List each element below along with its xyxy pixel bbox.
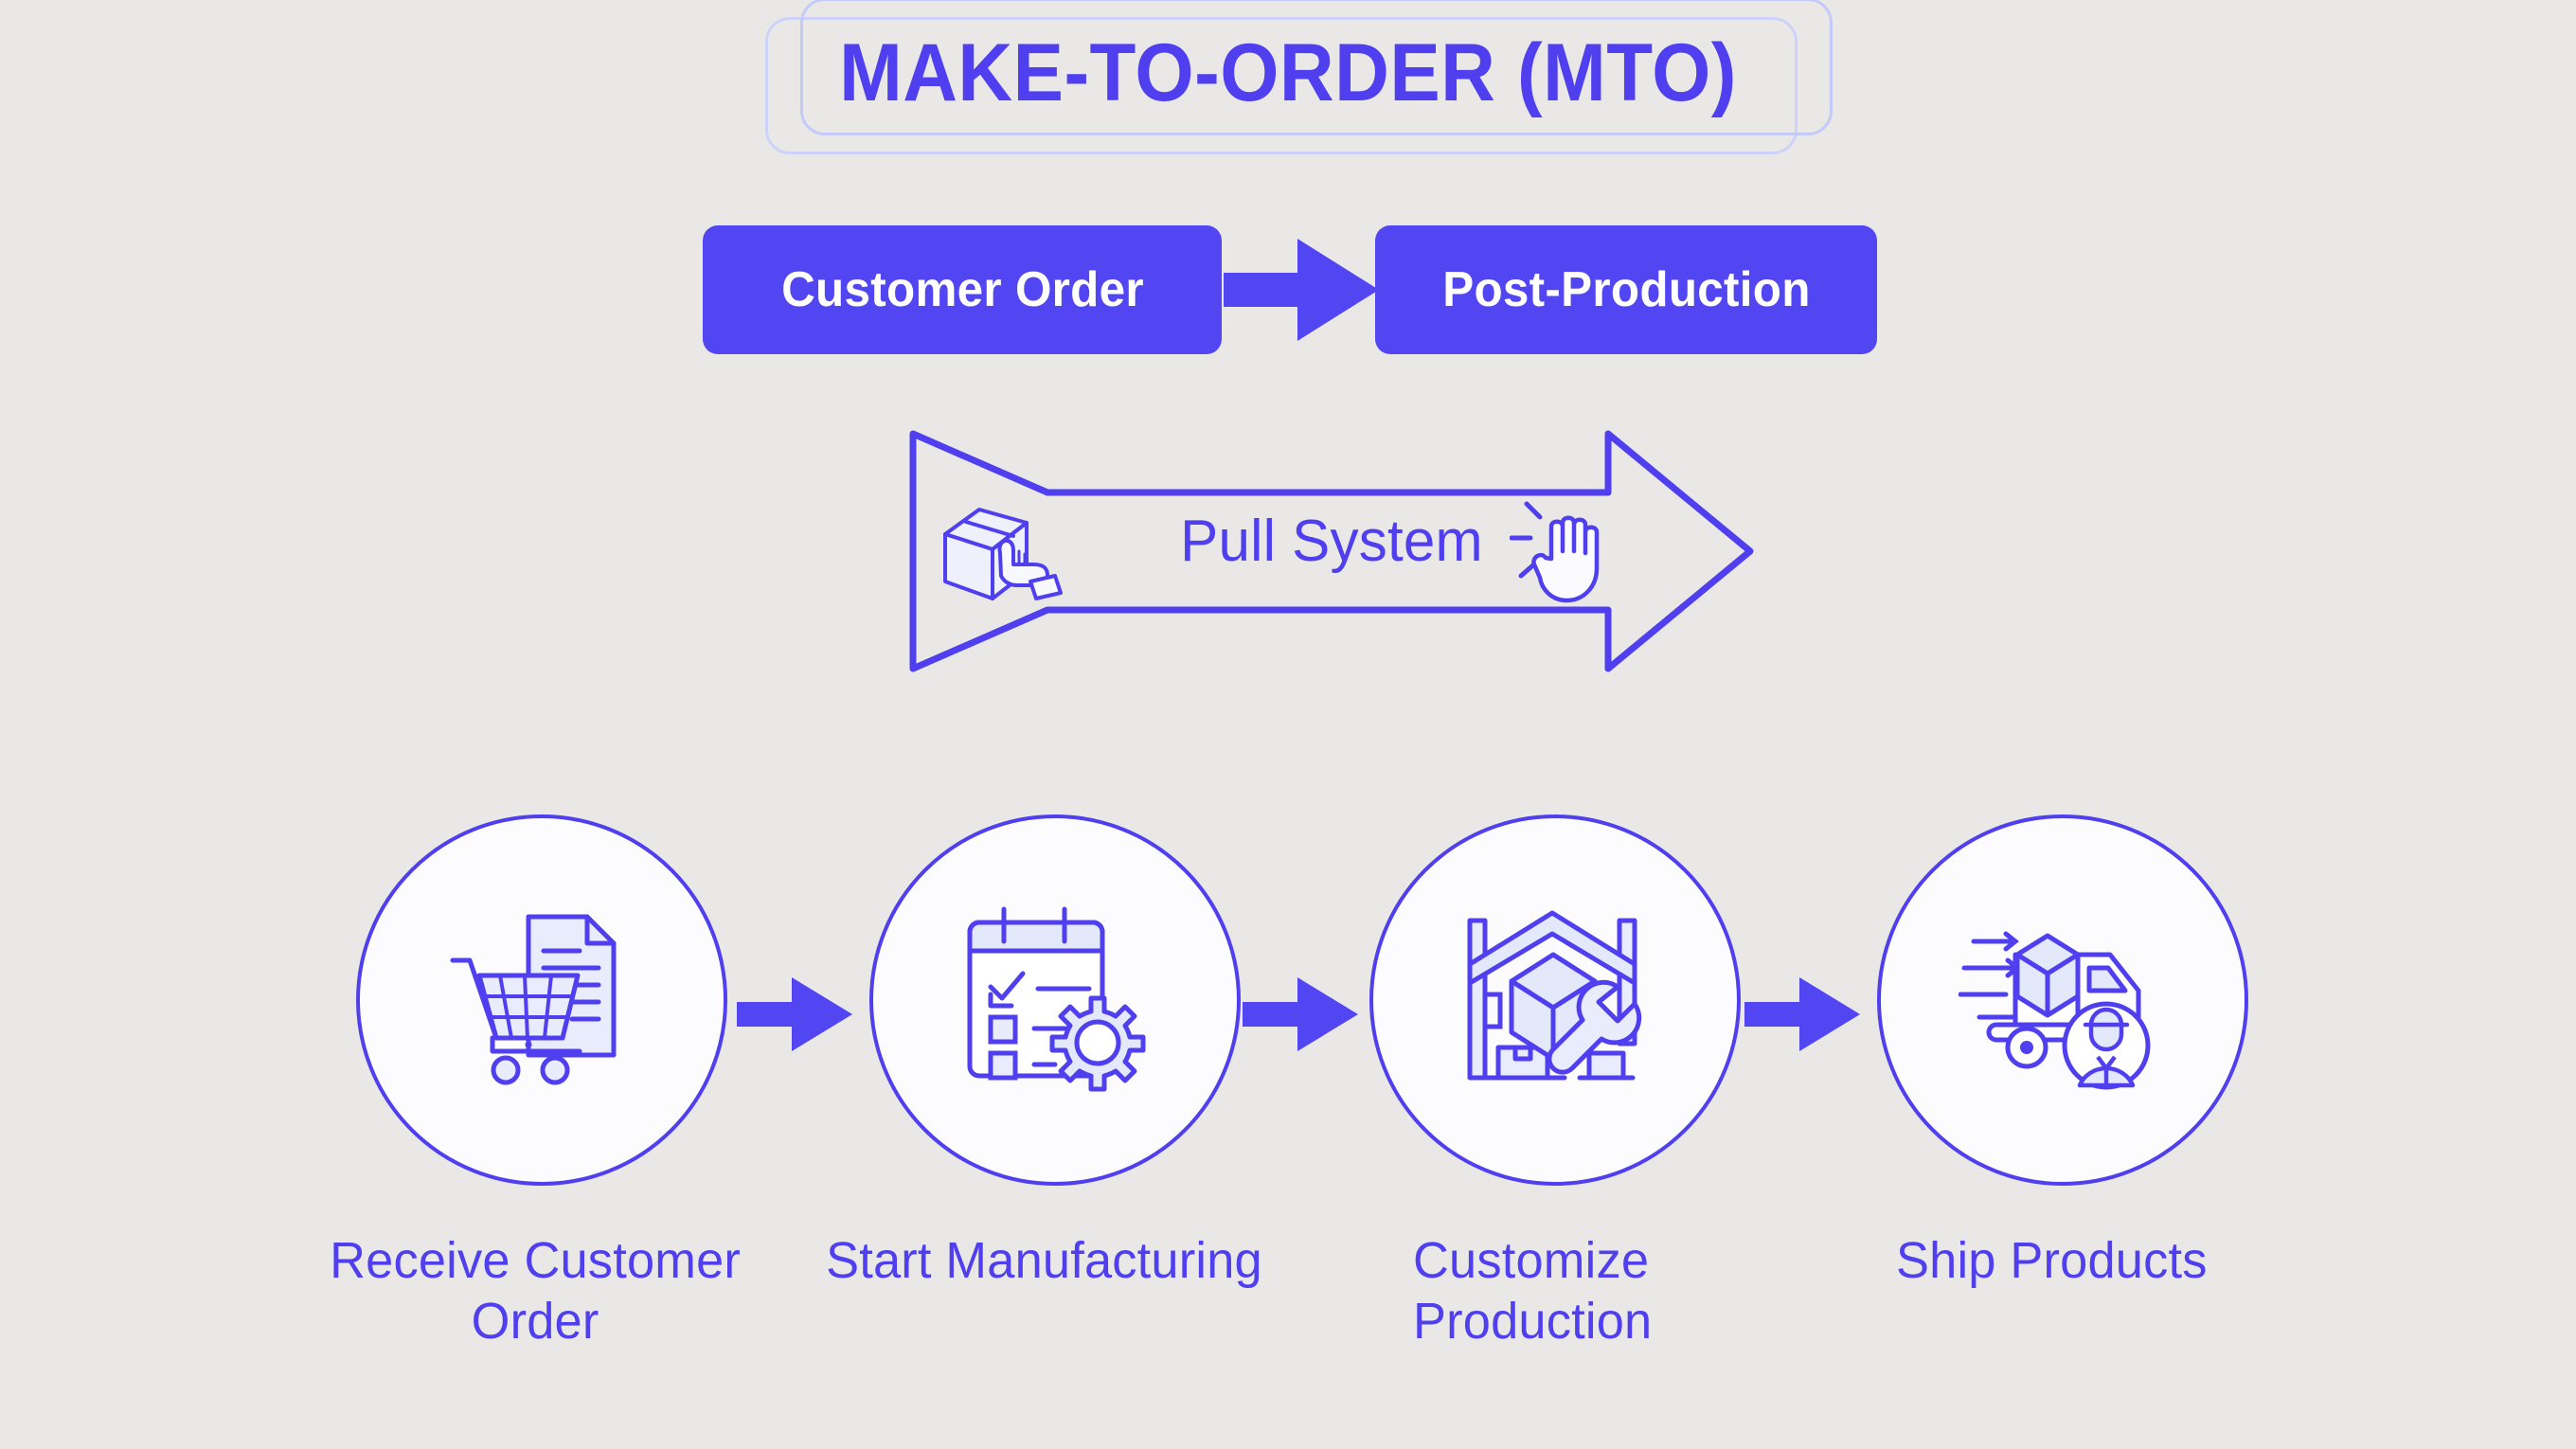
title-frame-outer [765,17,1798,154]
process-steps-row [0,814,2576,1212]
step-captions-row: Receive Customer Order Start Manufacturi… [0,1231,2576,1421]
step-caption-4-line-1: Ship Products [1896,1232,2208,1289]
post-production-pill[interactable]: Post-Production [1375,225,1877,354]
post-production-pill-label: Post-Production [1441,262,1811,317]
customer-order-pill[interactable]: Customer Order [703,225,1222,354]
hand-pulling-box-icon [936,494,1074,608]
step-connector-arrow-1-icon [737,977,852,1051]
step-circle-customize-production[interactable] [1369,814,1741,1186]
step-circle-receive-customer-order[interactable] [356,814,727,1186]
pill-connector-arrow-icon [1224,239,1379,341]
delivery-truck-driver-icon [1959,931,2151,1090]
pull-system-label: Pull System [1180,509,1483,574]
flow-pill-row: Customer Order Post-Production [0,225,2576,354]
pull-system-arrow-shape [909,430,1754,672]
step-caption-1: Receive Customer Order [324,1231,746,1351]
checklist-gear-icon [967,906,1146,1092]
page-title: MAKE-TO-ORDER (MTO) [839,27,1737,118]
title-frame-inner [800,0,1833,135]
customer-order-pill-label: Customer Order [780,262,1144,317]
step-connector-arrow-3-icon [1744,977,1860,1051]
step-circle-ship-products[interactable] [1877,814,2248,1186]
step-caption-1-line-2: Order [471,1292,599,1350]
step-caption-3: Customize Production [1413,1231,1716,1351]
step-caption-2: Start Manufacturing [814,1231,1274,1292]
step-caption-3-line-1: Customize [1413,1232,1650,1289]
warehouse-box-wrench-icon [1467,910,1642,1081]
step-caption-3-line-2: Production [1413,1292,1653,1350]
step-caption-1-line-1: Receive Customer [330,1232,742,1289]
step-connector-arrow-2-icon [1243,977,1358,1051]
step-circle-start-manufacturing[interactable] [869,814,1241,1186]
shopping-cart-document-icon [450,914,617,1085]
pull-system-banner: Pull System [905,424,1758,678]
step-caption-4: Ship Products [1896,1231,2245,1292]
hand-click-icon [1509,489,1640,610]
step-caption-2-line-1: Start Manufacturing [826,1232,1262,1289]
title-section: MAKE-TO-ORDER (MTO) [0,0,2576,180]
